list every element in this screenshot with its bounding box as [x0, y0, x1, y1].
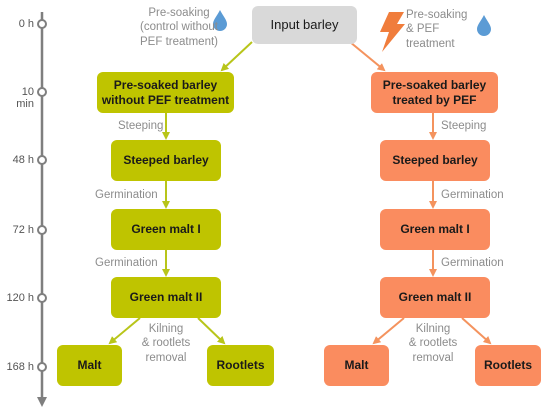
right-presoaked-node: Pre-soaked barley treated by PEF	[371, 72, 498, 113]
label-right-steeping: Steeping	[441, 120, 487, 132]
time-label: 10 min	[16, 86, 34, 110]
arrow-right-green2-to-malt	[372, 317, 405, 345]
label-right-kilning: Kilning & rootlets removal	[408, 323, 458, 364]
water-drop-icon	[213, 10, 227, 31]
time-tick	[37, 19, 47, 29]
left-green-malt-1-node: Green malt I	[111, 209, 221, 250]
input-barley-node: Input barley	[252, 6, 357, 44]
label-left-germination-1: Germination	[95, 189, 158, 201]
label-left-germination-2: Germination	[95, 257, 158, 269]
left-rootlets-node: Rootlets	[207, 345, 274, 386]
left-green-malt-2-node: Green malt II	[111, 277, 221, 318]
time-tick	[37, 155, 47, 165]
time-label: 120 h	[6, 292, 34, 304]
left-steeped-node: Steeped barley	[111, 140, 221, 181]
time-label: 72 h	[12, 224, 34, 236]
left-malt-node: Malt	[57, 345, 122, 386]
left-branch-arrows	[108, 41, 253, 345]
right-rootlets-node: Rootlets	[475, 345, 541, 386]
right-steeped-node: Steeped barley	[380, 140, 490, 181]
right-branch-arrows	[349, 41, 492, 345]
time-label: 0 h	[18, 18, 34, 30]
arrow-input-to-left-presoaked	[220, 41, 253, 72]
water-drop-icon	[477, 15, 491, 36]
time-tick	[37, 293, 47, 303]
arrow-left-green2-to-malt	[108, 317, 141, 345]
time-tick	[37, 87, 47, 97]
right-malt-node: Malt	[324, 345, 389, 386]
label-left-kilning: Kilning & rootlets removal	[141, 323, 191, 364]
label-presoaking-control: Pre-soaking (control without PEF treatme…	[140, 7, 218, 48]
right-green-malt-1-node: Green malt I	[380, 209, 490, 250]
label-presoaking-pef: Pre-soaking & PEF treatment	[406, 9, 468, 50]
left-presoaked-node: Pre-soaked barley without PEF treatment	[97, 72, 234, 113]
time-tick	[37, 225, 47, 235]
time-tick	[37, 362, 47, 372]
label-left-steeping: Steeping	[118, 120, 164, 132]
time-label: 48 h	[12, 154, 34, 166]
arrow-input-to-right-presoaked	[349, 41, 386, 72]
label-right-germination-2: Germination	[441, 257, 504, 269]
time-label: 168 h	[6, 361, 34, 373]
lightning-icon	[380, 12, 405, 52]
right-green-malt-2-node: Green malt II	[380, 277, 490, 318]
time-axis-ticks	[37, 19, 47, 372]
arrow-right-green2-to-rootlets	[461, 317, 492, 345]
label-right-germination-1: Germination	[441, 189, 504, 201]
arrow-left-green2-to-rootlets	[197, 317, 226, 345]
